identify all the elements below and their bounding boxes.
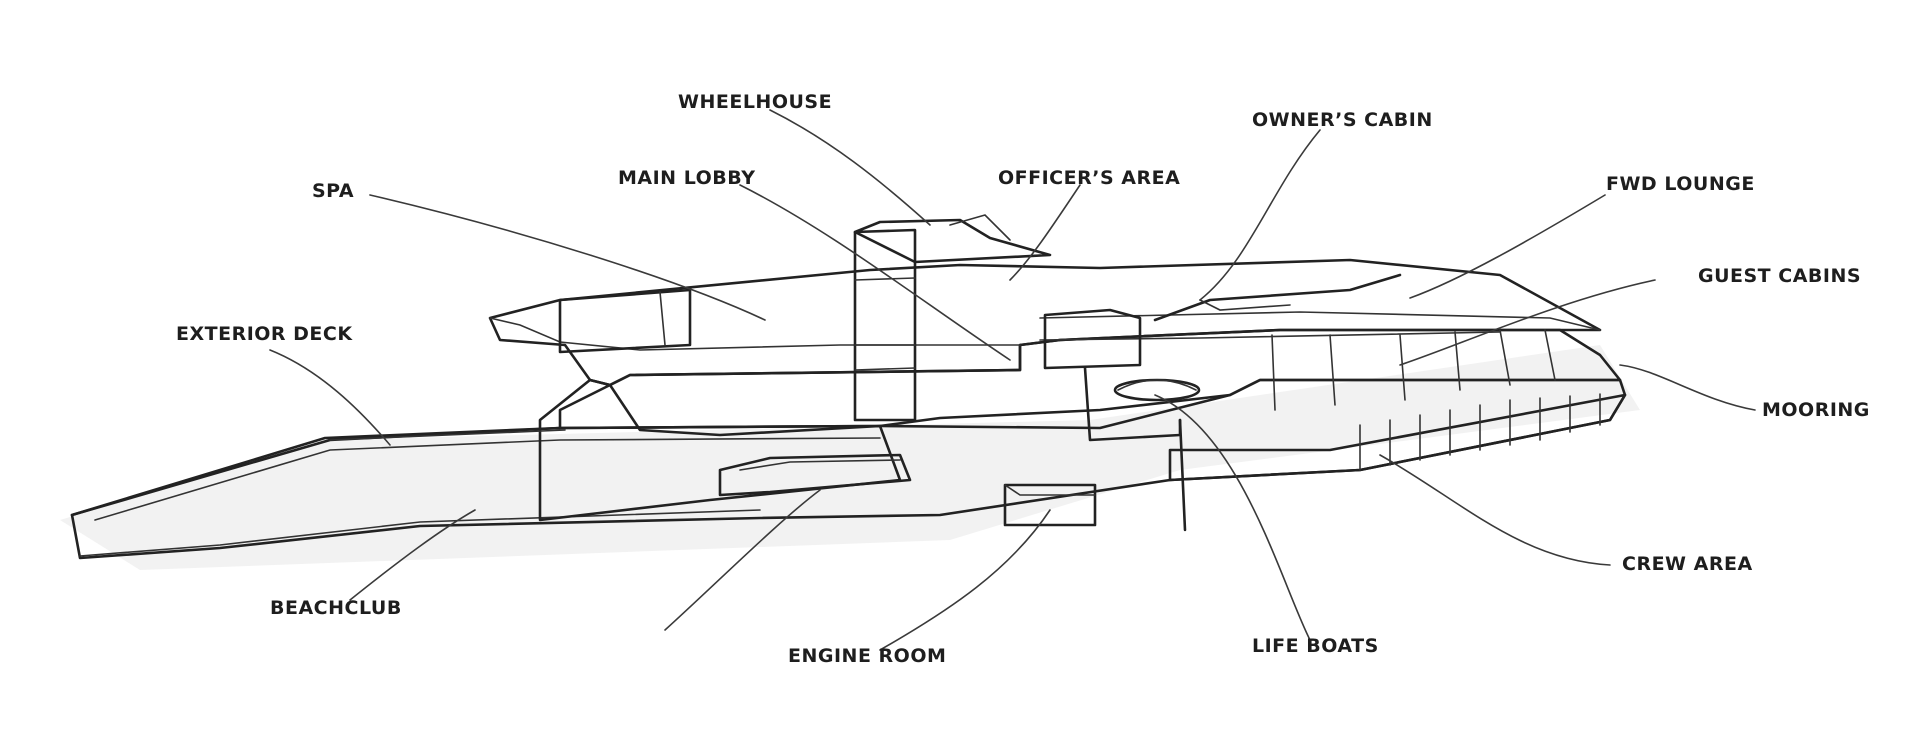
label-wheelhouse: WHEELHOUSE: [678, 91, 832, 113]
label-engine-room: ENGINE ROOM: [788, 645, 946, 667]
upper-deck: [488, 258, 1602, 387]
label-guest-cabins: GUEST CABINS: [1698, 265, 1861, 287]
leader-engine-room: [879, 509, 1051, 651]
label-fwd-lounge: FWD LOUNGE: [1606, 173, 1755, 195]
callout-labels: WHEELHOUSE OWNER’S CABIN MAIN LOBBY OFFI…: [176, 91, 1870, 667]
yacht-illustration: [60, 214, 1640, 570]
label-officers-area: OFFICER’S AREA: [998, 167, 1180, 189]
leader-exterior-deck: [269, 349, 391, 446]
leader-main-lobby: [739, 184, 1011, 361]
leader-spa: [369, 194, 766, 321]
label-main-lobby: MAIN LOBBY: [618, 167, 755, 189]
label-spa: SPA: [312, 180, 354, 202]
label-life-boats: LIFE BOATS: [1252, 635, 1379, 657]
leader-beachclub: [349, 509, 476, 601]
label-beachclub: BEACHCLUB: [270, 597, 402, 619]
leader-guest-cabins: [1399, 279, 1656, 366]
label-mooring: MOORING: [1762, 399, 1870, 421]
leader-owners-cabin: [1199, 129, 1321, 301]
label-exterior-deck: EXTERIOR DECK: [176, 323, 353, 345]
leader-aft-shadow: [664, 489, 821, 631]
leader-fwd-lounge: [1409, 194, 1606, 299]
leader-life-boats: [1154, 394, 1311, 641]
leader-lines: [269, 109, 1756, 651]
label-owners-cabin: OWNER’S CABIN: [1252, 109, 1433, 131]
label-crew-area: CREW AREA: [1622, 553, 1753, 575]
leader-officers-area: [1009, 184, 1081, 281]
leader-mooring: [1619, 364, 1756, 411]
leader-wheelhouse: [769, 109, 931, 226]
leader-crew-area: [1379, 454, 1611, 566]
